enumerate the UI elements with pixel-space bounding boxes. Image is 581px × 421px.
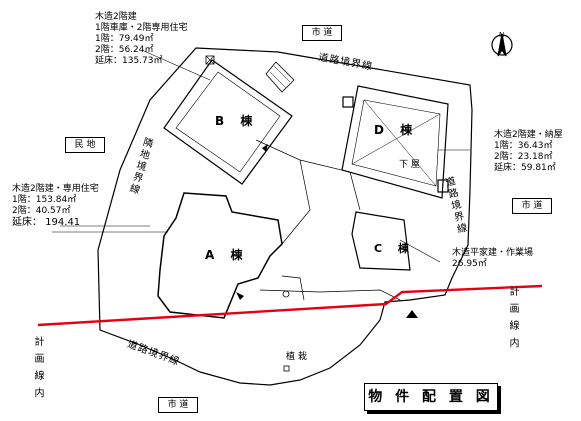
building-d-outline [341,85,449,199]
inner-path [259,289,401,301]
spec-line: 1階：79.49㎡ [95,34,154,44]
building-c-spec: 木造平家建・作業場 26.95㎡ [452,248,533,270]
north-arrow [497,33,507,57]
spec-line: 26.95㎡ [452,259,487,269]
building-a-spec: 木造2階建・専用住宅 1階：153.84㎡ 2階：40.57㎡ 延床： 194.… [12,184,99,228]
building-b-inner [175,71,281,173]
spec-line: 木造2階建・専用住宅 [12,184,99,194]
spec-line: 延床：135.73㎡ [95,56,163,66]
building-d-name: D 棟 [374,123,419,137]
parking-corner [265,61,295,93]
building-c-name: C 棟 [374,242,415,255]
spec-line: 1階：36.43㎡ [494,141,553,151]
spec-line: 2階：40.57㎡ [12,206,71,216]
marker-square [342,96,354,108]
spec-line: 1階車庫・2階専用住宅 [95,23,188,33]
road-label-bottom: 市 道 [158,397,198,413]
spec-line: 2階：56.24㎡ [95,45,154,55]
spec-line: 2階：23.18㎡ [494,152,553,162]
building-d-spec: 木造2階建・納屋 1階：36.43㎡ 2階：23.18㎡ 延床：59.81㎡ [494,130,563,174]
road-label-right: 市 道 [512,198,552,214]
d-corridor-label: 下 屋 [399,160,420,170]
planting-label: 植 栽 [286,352,307,362]
gate-square [437,179,449,193]
spec-line: 1階：153.84㎡ [12,195,77,205]
north-label: N [499,31,505,39]
spec-line: 延床： 194.41 [12,217,81,228]
lot-boundary [97,47,473,386]
building-a-name: A 棟 [205,248,249,262]
spec-line: 延床：59.81㎡ [494,163,556,173]
planned-line [37,284,543,327]
building-d-diag2 [351,113,441,165]
building-d-diag1 [363,99,437,187]
neighbor-label: 民 地 [65,137,105,153]
spec-line: 木造2階建 [95,12,137,22]
building-a-outline [157,192,283,319]
planned-line-label-left: 計 画 線 内 [32,336,43,400]
road-label-top: 市 道 [302,25,342,41]
building-b-name: B 棟 [215,114,259,128]
building-c-outline [351,211,411,271]
spec-line: 木造平家建・作業場 [452,248,534,258]
walkway [299,159,361,211]
planned-line-label-right: 計 画 線 内 [507,286,518,350]
drawing-title: 物 件 配 置 図 [364,383,498,411]
spec-line: 木造2階建・納屋 [494,130,563,140]
building-d-inner [351,99,441,187]
building-b-spec: 木造2階建 1階車庫・2階専用住宅 1階：79.49㎡ 2階：56.24㎡ 延床… [95,12,187,67]
building-b-outline [163,59,293,185]
driveway [255,139,311,245]
step-edge [281,275,305,301]
